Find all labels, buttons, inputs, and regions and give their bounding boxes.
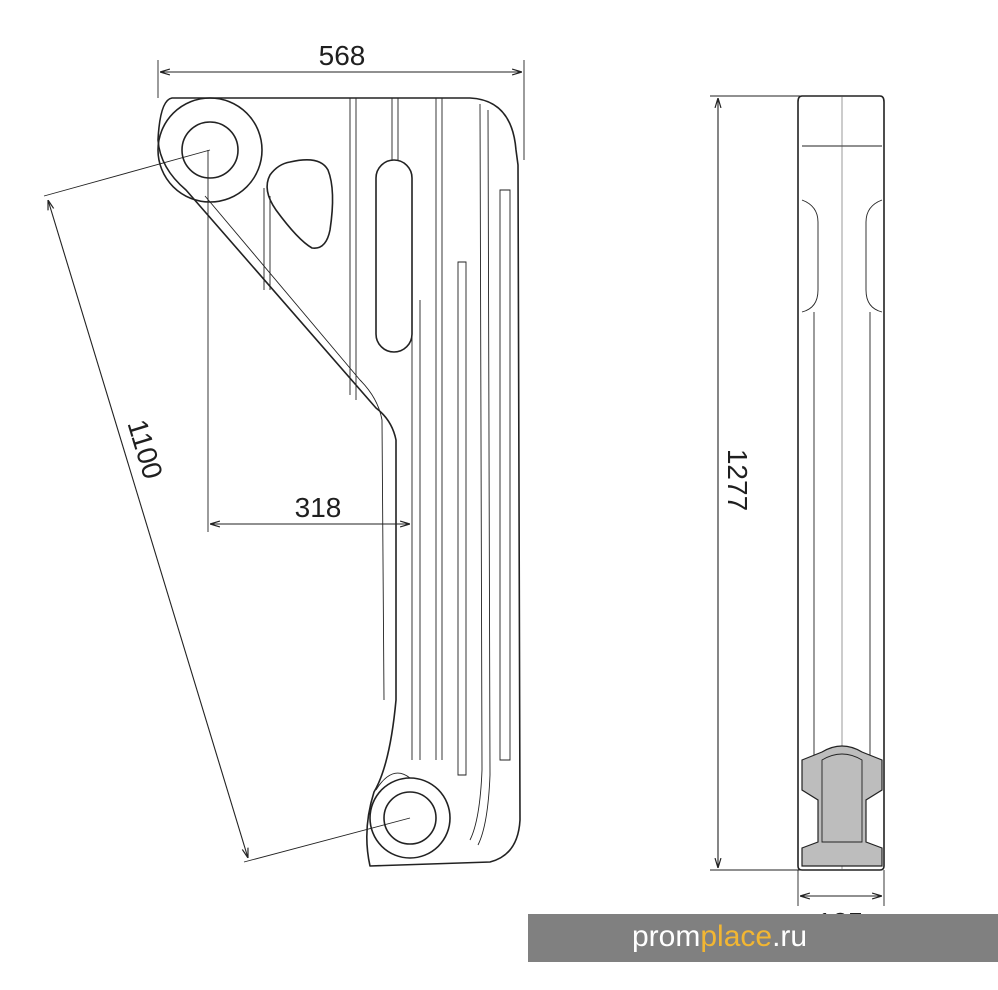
side-view <box>157 97 521 867</box>
dimension-label-axis-offset: 318 <box>295 492 342 523</box>
dimension-label-overall-height: 1277 <box>722 449 753 511</box>
watermark-banner: promplace.ru <box>528 914 998 962</box>
upper-connection-bore <box>181 121 239 179</box>
teardrop-cutout <box>266 159 334 249</box>
dimension-label-center-distance: 1100 <box>121 416 168 483</box>
front-view-outline <box>797 95 885 871</box>
watermark-accent: place <box>700 920 773 953</box>
watermark-suffix: .ru <box>772 920 808 953</box>
watermark-prefix: prom <box>632 920 701 953</box>
side-view-outline <box>157 97 521 867</box>
dimension-1277: 1277 <box>710 95 800 871</box>
lower-connection-bore <box>383 791 437 845</box>
dimension-318: 318 <box>207 150 410 532</box>
dimension-label-overall-depth: 568 <box>319 40 366 71</box>
dimension-568: 568 <box>157 40 525 160</box>
dimension-1100: 1100 <box>43 149 411 863</box>
watermark-logo-text: promplace.ru <box>632 920 807 954</box>
vent-slot <box>375 159 413 353</box>
hub-cross-section <box>801 745 883 867</box>
front-view <box>797 95 885 871</box>
